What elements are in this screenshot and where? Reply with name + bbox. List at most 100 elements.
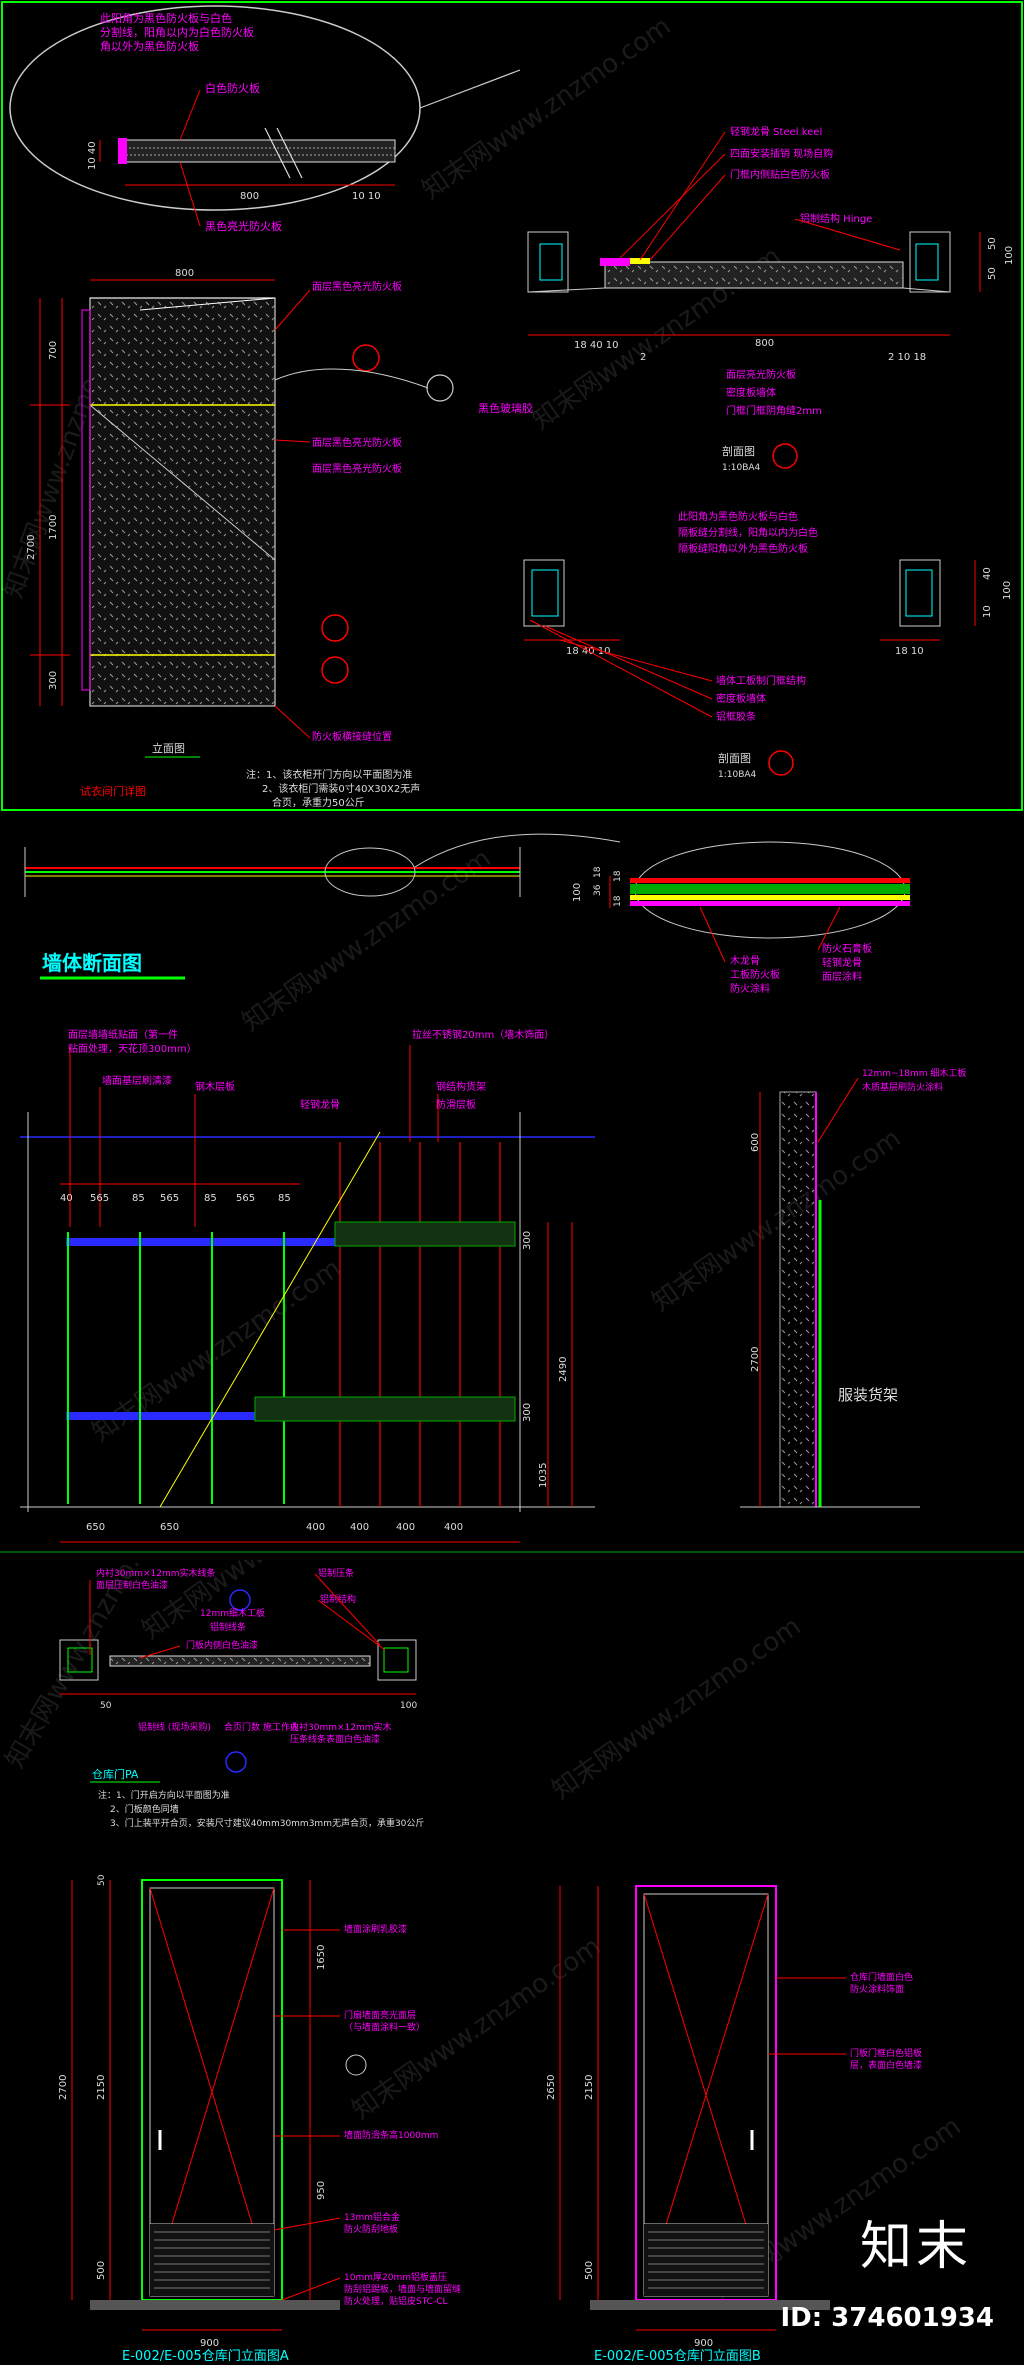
- layer: [630, 895, 910, 900]
- dim-text: 300: [522, 1403, 533, 1422]
- callout: 防火石膏板: [822, 942, 872, 955]
- side-label: 服装货架: [838, 1386, 898, 1404]
- dim-text: 650: [160, 1522, 179, 1533]
- section-scale: 1:10BA4: [722, 463, 761, 473]
- image-id-tag: ID: 374601934: [780, 2303, 994, 2333]
- note-line: 注：1、门开启方向以平面图为准: [98, 1789, 230, 1801]
- dim-text: 40: [60, 1193, 73, 1204]
- dim-text: 2650: [546, 2075, 557, 2100]
- callout: 门扇墙面亮光面层: [344, 2009, 416, 2021]
- watermark: 知末网www.znzmo.com: [647, 1123, 907, 1317]
- callout: 压条线条表面白色油漆: [290, 1733, 380, 1745]
- dim-text: 400: [350, 1522, 369, 1533]
- leader: [414, 833, 621, 868]
- dim-text: 500: [96, 2261, 107, 2280]
- wall-section-drawing: 知末网www.znzmo.com 知末网www.znzmo.com 知末网www…: [0, 833, 1024, 1553]
- callout: 防滑层板: [436, 1098, 476, 1111]
- edge-banding: [118, 138, 127, 164]
- glass-label: 黑色玻璃胶: [478, 401, 533, 415]
- callout: 木质基层刷防火涂料: [862, 1081, 943, 1093]
- dim-text: 600: [750, 1133, 761, 1152]
- dim-text: 500: [584, 2261, 595, 2280]
- hinge-label: 防火板横接缝位置: [312, 730, 392, 743]
- callout: 内衬30mm×12mm实木: [290, 1721, 392, 1733]
- dim-text: 2700: [26, 535, 37, 560]
- callout: 四面安装插销 现场自购: [730, 147, 833, 160]
- brand-logo: 知末: [859, 2217, 972, 2277]
- elevation-title: 立面图: [152, 741, 185, 755]
- callout: （与墙面涂料一致）: [344, 2021, 425, 2033]
- note-line: 2、该衣柜门需装0寸40X30X2无声: [262, 782, 420, 795]
- dim-text: 1700: [48, 515, 59, 540]
- callout: 防火涂料饰面: [850, 1983, 904, 1995]
- callout: 拉丝不锈钢20mm（墙木饰面）: [412, 1028, 554, 1041]
- dim-text: 1035: [538, 1463, 549, 1488]
- section-marker: [768, 750, 794, 776]
- plan-title: 仓库门PA: [92, 1767, 139, 1781]
- callout: 13mm铝合金: [344, 2211, 400, 2223]
- section-marker: [225, 1751, 247, 1773]
- break-line: [264, 127, 291, 179]
- note-line: 2、门板颜色同墙: [110, 1803, 179, 1815]
- dim-text: 85: [278, 1193, 291, 1204]
- dim-text: 400: [444, 1522, 463, 1533]
- door-detail-drawing: 知末网www.znzmo.com 知末网www.znzmo.com 知末网www…: [0, 1, 1023, 811]
- section-marker: [772, 443, 798, 469]
- dim-text: 565: [90, 1193, 109, 1204]
- note-line: 注：1、该衣柜开门方向以平面图为准: [246, 768, 412, 781]
- dim-text: 2: [640, 352, 646, 363]
- note-line: 合页，承重力50公斤: [272, 796, 365, 809]
- dim-text: 2150: [584, 2075, 595, 2100]
- dim-text: 100: [1004, 246, 1015, 265]
- callout: 10mm厚20mm铝板盖压: [344, 2271, 447, 2283]
- uprights: [67, 1232, 285, 1504]
- break-line: [276, 127, 303, 179]
- dim-text: 800: [175, 268, 194, 279]
- callout: 轻钢龙骨: [822, 956, 862, 969]
- leader: [274, 368, 429, 389]
- callout: 仓库门墙面白色: [850, 1971, 913, 1983]
- section-marker: [321, 656, 349, 684]
- swing-line: [90, 297, 276, 311]
- dim-text: 900: [694, 2338, 713, 2349]
- leader: [179, 161, 201, 227]
- section-1: [527, 231, 981, 336]
- dim-text: 300: [522, 1231, 533, 1250]
- section-marker: [321, 614, 349, 642]
- dim-text: 2150: [96, 2075, 107, 2100]
- dim-text: 40: [982, 567, 993, 580]
- top-callout-leaders: [69, 1045, 439, 1227]
- callout: 12mm细木工板: [200, 1607, 265, 1619]
- wood-shelf: [334, 1221, 516, 1247]
- callout: 墙面基层刷清漆: [102, 1074, 172, 1087]
- callout: 面层黑色亮光防火板: [312, 462, 402, 475]
- dim-text: 2700: [58, 2075, 69, 2100]
- panel-frame: [1, 1, 1023, 811]
- note-line: 3、门上装平开合页，安装尺寸建议40mm30mm3mm无声合页，承重30公斤: [110, 1817, 424, 1829]
- callout: 防火涂料: [730, 982, 770, 995]
- dim-text: 700: [48, 341, 59, 360]
- callout: 钢结构货架: [436, 1080, 486, 1093]
- dim-text: 400: [396, 1522, 415, 1533]
- detail-circle: [345, 2054, 367, 2076]
- dim-text: 800: [240, 191, 259, 202]
- section-marker: [352, 344, 380, 372]
- dim-text: 50: [97, 1874, 107, 1886]
- callout: 面层压制白色油漆: [96, 1579, 168, 1591]
- layer: [630, 884, 910, 894]
- callout: 合页门数 施工作业: [224, 1721, 299, 1733]
- leader: [817, 906, 841, 951]
- door-hatch: [90, 298, 275, 706]
- dim-text: 10 40: [87, 141, 98, 170]
- dim-text: 650: [86, 1522, 105, 1533]
- callout: 门板内侧白色油漆: [186, 1639, 258, 1651]
- callout: 防火处理，贴铝皮STC-CL: [344, 2295, 448, 2307]
- callout: 12mm~18mm 细木工板: [862, 1067, 966, 1079]
- elev-dims: [30, 279, 275, 706]
- door-plan: [59, 1639, 417, 1695]
- dim-text: 100: [1002, 581, 1013, 600]
- dim-text: 1650: [316, 1945, 327, 1970]
- wall-section-heading: 墙体断面图: [42, 951, 142, 975]
- wood-shelf: [254, 1396, 516, 1422]
- callout: 轻钢龙骨: [300, 1098, 340, 1111]
